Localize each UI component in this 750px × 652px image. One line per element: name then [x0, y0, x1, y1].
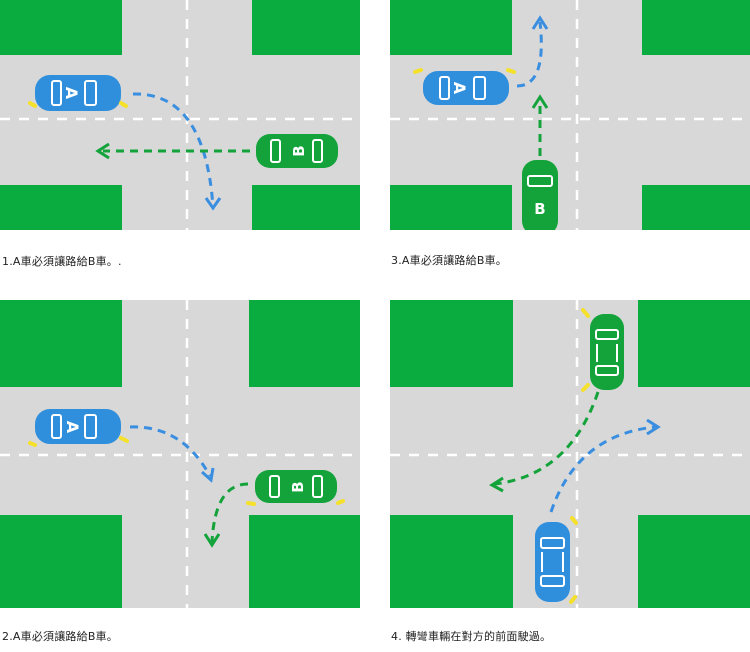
- car-b-label: B: [534, 200, 545, 218]
- scenario-3-caption: 3.A車必須讓路給B車。: [391, 254, 507, 267]
- path-a: [129, 425, 212, 477]
- path-turn-green: [494, 391, 600, 486]
- grass-block: [249, 300, 360, 387]
- grass-block: [252, 185, 360, 230]
- car-b: B: [256, 134, 338, 168]
- grass-block: [390, 300, 513, 387]
- car-a-label: A: [62, 87, 81, 100]
- car-b: B: [246, 470, 345, 506]
- path-a: [132, 92, 215, 208]
- scenario-2-caption: 2.A車必須讓路給B車。: [2, 630, 118, 643]
- car-b-label: B: [290, 145, 308, 156]
- grass-block: [638, 515, 750, 608]
- grass-block: [249, 515, 360, 608]
- grass-block: [638, 300, 750, 387]
- grass-block: [0, 515, 122, 608]
- grass-block: [252, 0, 360, 55]
- grass-block: [0, 300, 122, 387]
- car-green: [581, 308, 624, 392]
- grass-block: [642, 0, 750, 55]
- grass-block: [0, 185, 122, 230]
- scenario-4: [390, 300, 750, 608]
- scenario-3: A B: [390, 0, 750, 230]
- car-b: B: [522, 160, 558, 230]
- path-a: [516, 21, 543, 88]
- scenario-1: A B: [0, 0, 360, 230]
- grass-block: [642, 185, 750, 230]
- grass-block: [390, 185, 512, 230]
- car-a-label: A: [450, 82, 469, 95]
- car-a: A: [28, 409, 129, 447]
- car-blue: [535, 516, 578, 604]
- path-turn-blue: [549, 425, 656, 513]
- grass-block: [390, 0, 512, 55]
- scenario-1-caption: 1.A車必須讓路給B車。.: [2, 255, 122, 268]
- scenario-4-caption: 4. 轉彎車輛在對方的前面駛過。: [391, 630, 552, 643]
- car-a: A: [413, 68, 516, 105]
- car-a-label: A: [63, 421, 82, 434]
- path-b: [210, 482, 249, 543]
- grass-block: [390, 515, 513, 608]
- car-a: A: [28, 75, 128, 111]
- car-b-label: B: [289, 481, 307, 492]
- scenario-2: A B: [0, 300, 360, 608]
- grass-block: [0, 0, 122, 55]
